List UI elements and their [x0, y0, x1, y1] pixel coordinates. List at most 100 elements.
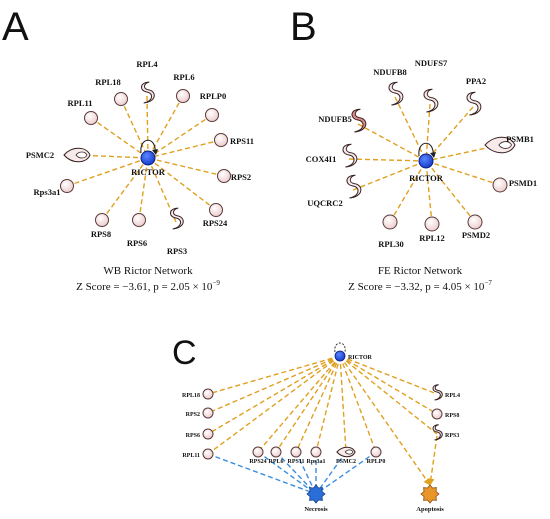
label-c-rps6: RPS6: [186, 433, 200, 439]
panel-letter-c: C: [172, 334, 197, 372]
label-c-rplp0: RPLP0: [367, 459, 386, 465]
node-a-rplp0: [205, 108, 219, 122]
label-b-cox4i1: COX4I1: [306, 154, 337, 164]
label-a-rpl18: RPL18: [95, 77, 121, 87]
label-c-apoptosis: Apoptosis: [416, 506, 444, 513]
node-c-rpl11: [202, 448, 214, 460]
node-b-ppa2: [466, 91, 482, 116]
node-c-rpl4: [432, 384, 443, 401]
label-a-rpl11: RPL11: [67, 98, 92, 108]
edge-a-rpl18: [120, 98, 149, 159]
self-loop-arrowhead: [152, 149, 158, 155]
edge-a-rpl4: [146, 95, 149, 159]
label-c-rps2: RPS2: [186, 412, 200, 418]
node-a-rps8: [95, 213, 109, 227]
node-b-ndufb5: [351, 108, 367, 133]
edge-a-rps8: [101, 157, 149, 221]
label-c-rps3: RPS3: [445, 433, 459, 439]
node-a-rpl4: [141, 81, 155, 104]
edge-c-rps24: [257, 355, 341, 453]
edge-c-rps3a1: [315, 355, 341, 453]
label-a-rpl6: RPL6: [173, 72, 194, 82]
edge-c-rps3: [339, 355, 438, 435]
panel-a-caption-title: WB Rictor Network: [103, 265, 193, 277]
edge-c-rps8: [339, 355, 438, 415]
edge-c-rpl4: [339, 355, 438, 395]
node-a-rpl6: [176, 89, 190, 103]
node-b-ndufs7: [423, 88, 439, 113]
edge-b-ndufb5: [357, 123, 427, 162]
node-c-rpl18: [202, 388, 214, 400]
edge-a-rps6: [138, 157, 149, 221]
self-loop-c: [334, 342, 346, 353]
panel-b-caption-title: FE Rictor Network: [378, 265, 463, 277]
apoptosis-node: [420, 484, 440, 504]
edge-c-rictor-apoptosis: [339, 355, 431, 486]
edge-b-ndufb8: [394, 96, 427, 162]
label-b-ppa2: PPA2: [466, 76, 486, 86]
edge-c-psmc2-necrosis: [315, 451, 347, 495]
node-a-rps11: [214, 133, 228, 147]
edge-c-rplp0: [339, 355, 377, 453]
edge-a-rps24: [147, 157, 217, 211]
edge-b-cox4i1: [348, 158, 427, 162]
hub-label-rictor: RICTOR: [131, 167, 166, 177]
edge-c-rps11: [295, 355, 341, 453]
node-b-uqcrc2: [346, 174, 362, 199]
panel-letter-a: A: [2, 5, 29, 49]
label-a-rps8: RPS8: [91, 229, 111, 239]
edge-a-rps3a1: [66, 157, 149, 187]
node-a-rps3: [170, 207, 184, 230]
node-c-rps8: [431, 408, 443, 420]
node-a-rpl11: [84, 111, 98, 125]
node-c-rps2: [202, 407, 214, 419]
label-b-psmd2: PSMD2: [462, 230, 490, 240]
self-loop-arrowhead: [430, 152, 436, 158]
edge-c-rpl6-necrosis: [275, 451, 317, 495]
self-loop: [418, 142, 434, 157]
node-b-ndufb8: [388, 81, 404, 106]
hub-label-rictor: RICTOR: [409, 173, 444, 183]
label-c-necrosis: Necrosis: [304, 506, 328, 513]
label-a-rps11: RPS11: [230, 136, 254, 146]
edge-c-rplp0-necrosis: [315, 451, 377, 495]
edge-a-rps11: [147, 139, 222, 159]
edge-b-uqcrc2: [352, 160, 427, 191]
node-a-rpl18: [114, 92, 128, 106]
label-a-rps3a1: Rps3a1: [34, 187, 61, 197]
edge-c-rpl6: [275, 355, 341, 453]
node-b-rpl12: [424, 216, 440, 232]
label-a-rps24: RPS24: [203, 218, 228, 228]
edge-c-rps24-necrosis: [257, 451, 317, 495]
edge-b-ppa2: [425, 106, 474, 162]
hub-node-rictor: [140, 150, 156, 166]
edge-b-ndufs7: [425, 103, 431, 162]
panel-b-network: NDUFS7PPA2PSMB1PSMD1PSMD2RPL12RPL30UQCRC…: [306, 58, 538, 249]
node-c-rplp0: [370, 446, 382, 458]
edge-b-rpl12: [425, 160, 433, 225]
node-c-rps6: [202, 428, 214, 440]
node-a-rps3a1: [60, 179, 74, 193]
edge-c-rpl11-necrosis: [207, 453, 317, 495]
label-b-psmb1: PSMB1: [506, 134, 534, 144]
label-c-rpl6: RPL6: [269, 459, 284, 465]
edge-c-rpl11: [207, 355, 341, 455]
node-a-rps6: [132, 213, 146, 227]
label-b-ndufb8: NDUFB8: [373, 67, 407, 77]
label-c-rps8: RPS8: [445, 413, 459, 419]
node-b-rpl30: [382, 214, 398, 230]
edge-a-rps2: [147, 157, 225, 177]
node-b-psmd2: [467, 214, 483, 230]
label-a-rps3: RPS3: [167, 246, 187, 256]
panel-a-network: RPL4RPL6RPLP0RPS11RPS2RPS24RPS3RPS6RPS8R…: [26, 59, 254, 256]
label-b-psmd1: PSMD1: [509, 178, 537, 188]
label-b-rpl30: RPL30: [378, 239, 404, 249]
hub-label-c-rictor: RICTOR: [348, 355, 373, 361]
edge-a-rpl6: [147, 95, 184, 159]
label-a-rpl4: RPL4: [136, 59, 158, 69]
edge-b-psmd2: [425, 160, 476, 223]
necrosis-node: [306, 484, 326, 504]
edge-c-rps3-apoptosis: [427, 435, 438, 486]
node-c-rpl6: [270, 446, 282, 458]
